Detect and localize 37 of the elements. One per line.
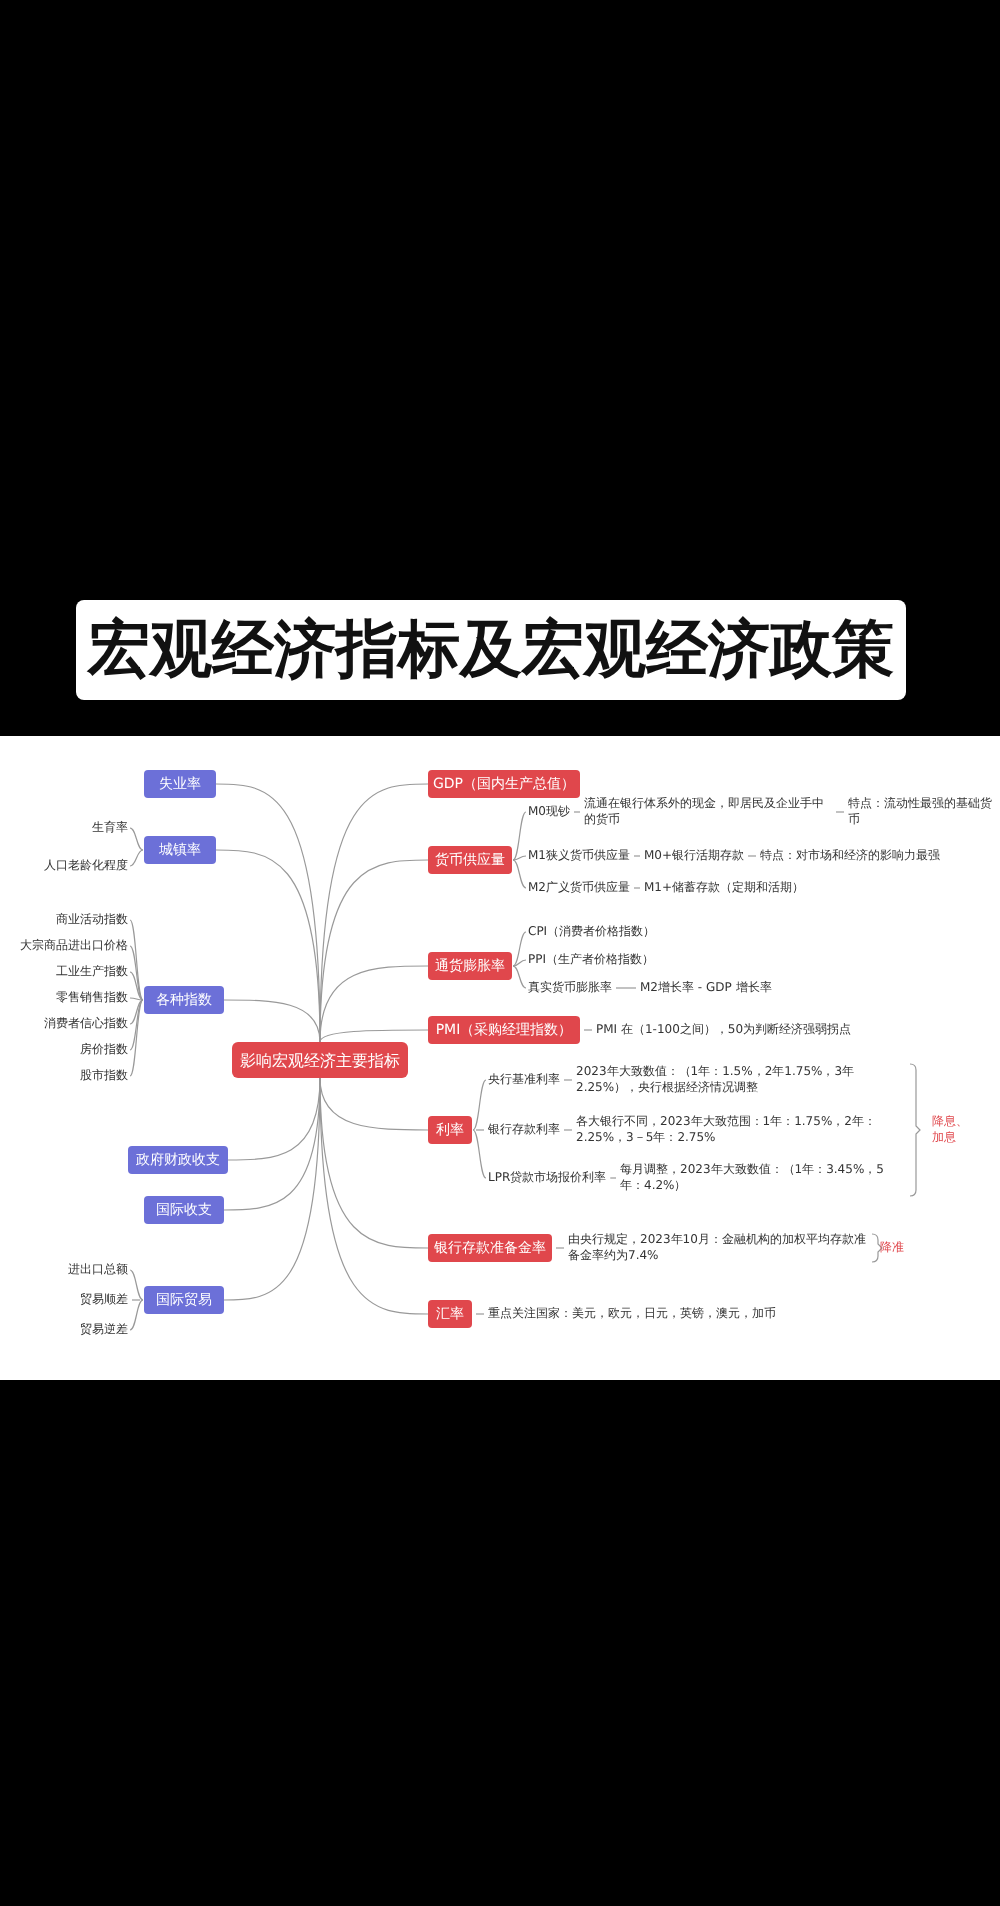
connector-line — [129, 971, 144, 1001]
connector-line — [129, 999, 144, 1025]
connector-line — [475, 1129, 485, 1131]
connector-line — [512, 855, 527, 861]
connector-line — [475, 1313, 485, 1315]
connector-line — [319, 1077, 429, 1315]
connector-line — [615, 987, 637, 989]
connector-line — [512, 965, 527, 989]
connector-line — [835, 811, 845, 813]
connector-line — [512, 859, 527, 889]
connector-line — [512, 931, 527, 967]
connector-line — [472, 1079, 487, 1131]
connector-line — [129, 827, 144, 851]
connector-line — [319, 1029, 429, 1043]
connector-line — [129, 849, 144, 867]
connector-line — [129, 1269, 144, 1301]
connector-line — [129, 999, 144, 1051]
connector-line — [129, 1299, 144, 1331]
connector-line — [319, 965, 429, 1043]
connector-line — [129, 997, 144, 1001]
connector-line — [131, 1299, 141, 1301]
connector-line — [129, 999, 144, 1077]
central-topic-box: 影响宏观经济主要指标 — [232, 1042, 408, 1078]
connector-line — [633, 855, 641, 857]
connector-line — [573, 811, 581, 813]
connector-line — [129, 945, 144, 1001]
connector-line — [555, 1247, 565, 1249]
connector-line — [563, 1079, 573, 1081]
connector-line — [472, 1129, 487, 1179]
connector-line — [563, 1129, 573, 1131]
connector-line — [609, 1177, 617, 1179]
connector-line — [512, 811, 527, 861]
connector-line — [747, 855, 757, 857]
connector-line — [583, 1029, 593, 1031]
connector-line — [129, 919, 144, 1001]
connector-line — [633, 887, 641, 889]
title-banner: 宏观经济指标及宏观经济政策 — [76, 600, 906, 700]
